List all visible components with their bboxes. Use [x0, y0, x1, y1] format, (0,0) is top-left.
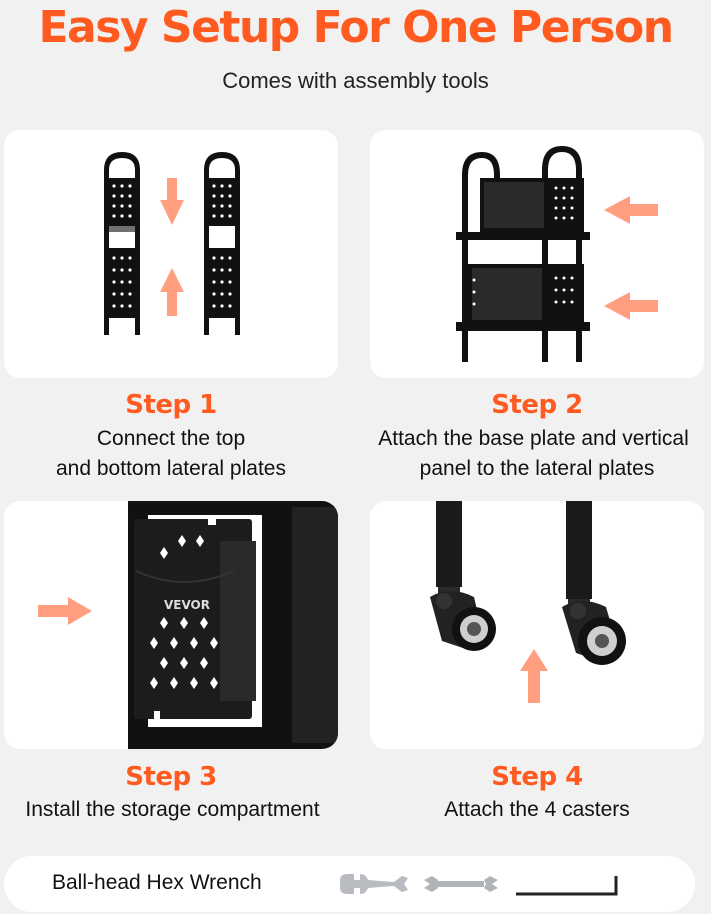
step-3-title: Step 3 — [125, 762, 217, 792]
wrench-icon — [340, 874, 408, 894]
step-4-description: Attach the 4 casters — [444, 798, 630, 821]
step-4-image — [370, 501, 704, 749]
step-1-description-line-2: and bottom lateral plates — [56, 457, 286, 480]
hex-key-icon — [516, 876, 618, 896]
down-arrow-icon — [160, 178, 184, 225]
step-4-title: Step 4 — [491, 762, 583, 792]
step-2-description-line-2: panel to the lateral plates — [419, 457, 655, 480]
page-subtitle: Comes with assembly tools — [222, 68, 489, 93]
up-arrow-icon — [160, 268, 184, 316]
tools-bar: Ball-head Hex Wrench — [4, 856, 695, 912]
step-3-description: Install the storage compartment — [25, 798, 320, 821]
step-2-description-line-1: Attach the base plate and vertical — [378, 427, 689, 450]
step-1-title: Step 1 — [125, 390, 217, 420]
brand-mark: VEVOR — [164, 598, 210, 612]
up-arrow-icon — [520, 649, 548, 703]
double-wrench-icon — [424, 876, 498, 892]
right-arrow-icon — [38, 597, 92, 625]
caster-icon — [430, 591, 496, 651]
lateral-plates-image — [104, 152, 240, 335]
casters-image — [430, 501, 626, 703]
left-arrow-icon — [604, 196, 658, 224]
step-3-image: VEVOR — [4, 501, 338, 749]
tools-label: Ball-head Hex Wrench — [52, 871, 262, 894]
cart-frame-image — [456, 146, 658, 362]
step-1-description-line-1: Connect the top — [96, 427, 246, 450]
caster-icon — [562, 601, 626, 665]
step-2-title: Step 2 — [491, 390, 583, 420]
step-1-image — [4, 130, 338, 378]
page-title: Easy Setup For One Person — [38, 2, 674, 53]
step-2-image — [370, 130, 704, 378]
left-arrow-icon — [604, 292, 658, 320]
storage-compartment-image: VEVOR — [38, 501, 338, 749]
